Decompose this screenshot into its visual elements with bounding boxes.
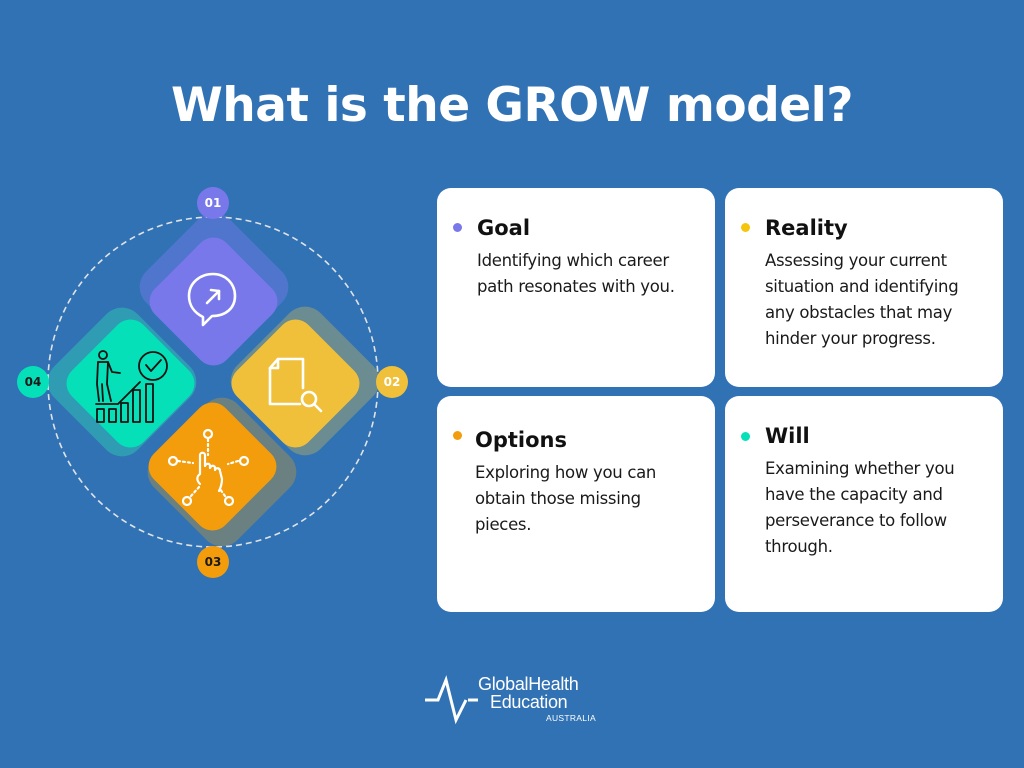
diamond-goal: [149, 237, 278, 366]
grow-diagram: 01 02 03 04: [0, 0, 430, 620]
brand-logo: GlobalHealth Education AUSTRALIA: [424, 672, 624, 728]
card-goal: Goal Identifying which career path reson…: [437, 188, 715, 387]
step-badge-02: 02: [376, 366, 408, 398]
card-description: Assessing your current situation and ide…: [765, 251, 959, 348]
bullet-dot-will: [741, 432, 750, 441]
card-description: Exploring how you can obtain those missi…: [475, 463, 657, 534]
card-reality: Reality Assessing your current situation…: [725, 188, 1003, 387]
grow-diagram-graphic: [47, 212, 380, 548]
card-title: Options: [475, 428, 567, 452]
logo-text-line1: GlobalHealth: [478, 674, 579, 694]
card-title: Goal: [477, 216, 531, 240]
card-title: Will: [765, 424, 810, 448]
card-description: Identifying which career path resonates …: [477, 251, 675, 296]
step-badge-01: 01: [197, 187, 229, 219]
card-options: Options Exploring how you can obtain tho…: [437, 396, 715, 612]
speech-bubble-arrow-icon: [187, 272, 237, 327]
card-description: Examining whether you have the capacity …: [765, 459, 955, 556]
card-will: Will Examining whether you have the capa…: [725, 396, 1003, 612]
page-title: What is the GROW model?: [170, 78, 854, 133]
bullet-dot-options: [453, 431, 462, 440]
heartbeat-logo-icon: [425, 675, 478, 725]
logo-text-line2: Education: [490, 692, 568, 712]
bullet-dot-reality: [741, 223, 750, 232]
step-badge-04: 04: [17, 366, 49, 398]
logo-text-line3: AUSTRALIA: [546, 713, 596, 723]
person-climbing-chart-icon: [95, 350, 168, 423]
bullet-dot-goal: [453, 223, 462, 232]
diamond-reality: [231, 319, 360, 448]
diamond-will: [66, 319, 195, 448]
hand-network-icon: [167, 428, 250, 507]
document-search-icon: [268, 357, 323, 413]
step-badge-03: 03: [197, 546, 229, 578]
card-title: Reality: [765, 216, 848, 240]
